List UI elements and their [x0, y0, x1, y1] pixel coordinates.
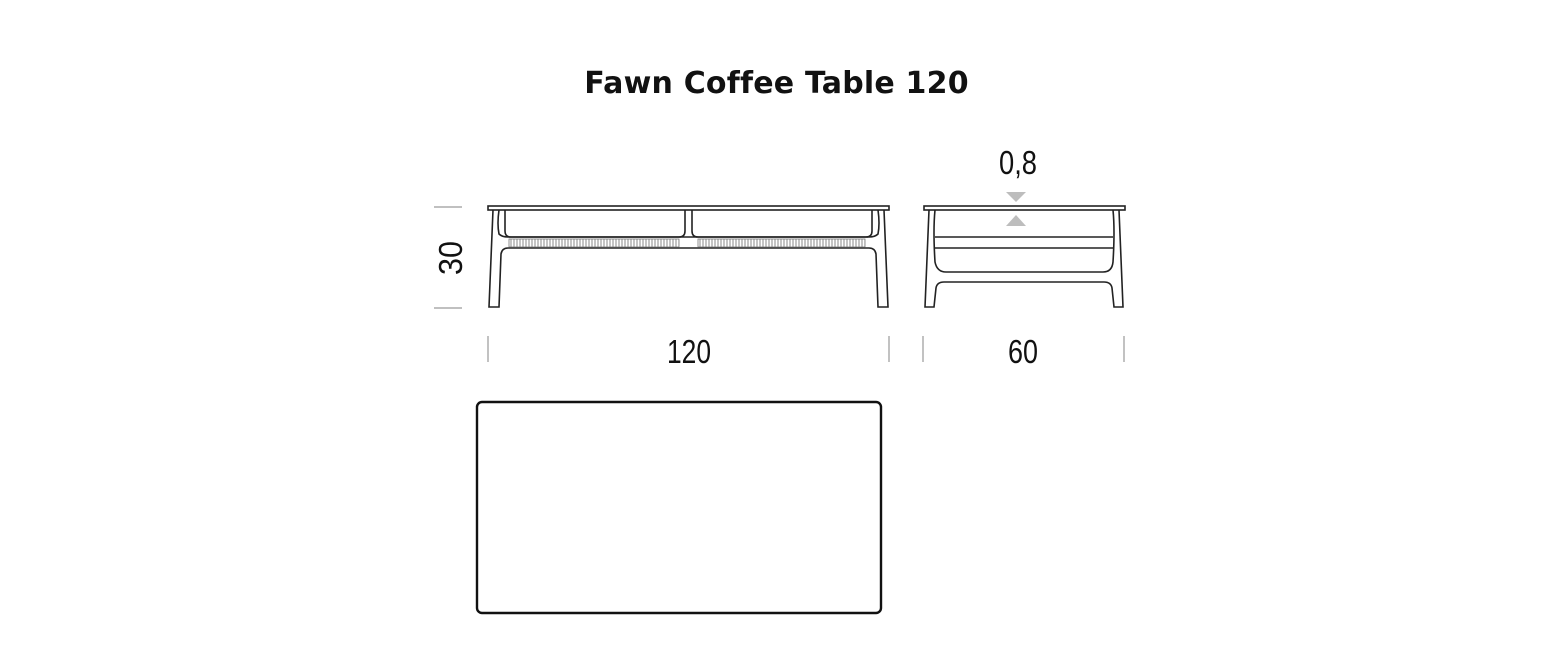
- front-view: [487, 205, 890, 308]
- side-view: [923, 205, 1126, 308]
- side-left-leg: [924, 209, 1124, 308]
- front-rope-seat-right: [697, 238, 866, 248]
- side-tabletop: [923, 205, 1126, 211]
- depth-label: 60: [1008, 333, 1038, 370]
- front-left-leg: [488, 209, 509, 308]
- dimension-lines: [434, 206, 1125, 362]
- front-rope-seat-left: [508, 238, 680, 248]
- front-tabletop: [487, 205, 890, 211]
- height-label: 30: [432, 241, 469, 275]
- length-label: 120: [667, 333, 711, 370]
- thickness-arrow-up: [1006, 215, 1026, 226]
- thickness-arrow-down: [1006, 192, 1026, 202]
- top-view-outline: [475, 400, 883, 615]
- product-title: Fawn Coffee Table 120: [584, 66, 969, 101]
- thickness-label: 0,8: [999, 144, 1037, 181]
- front-right-leg: [868, 209, 889, 308]
